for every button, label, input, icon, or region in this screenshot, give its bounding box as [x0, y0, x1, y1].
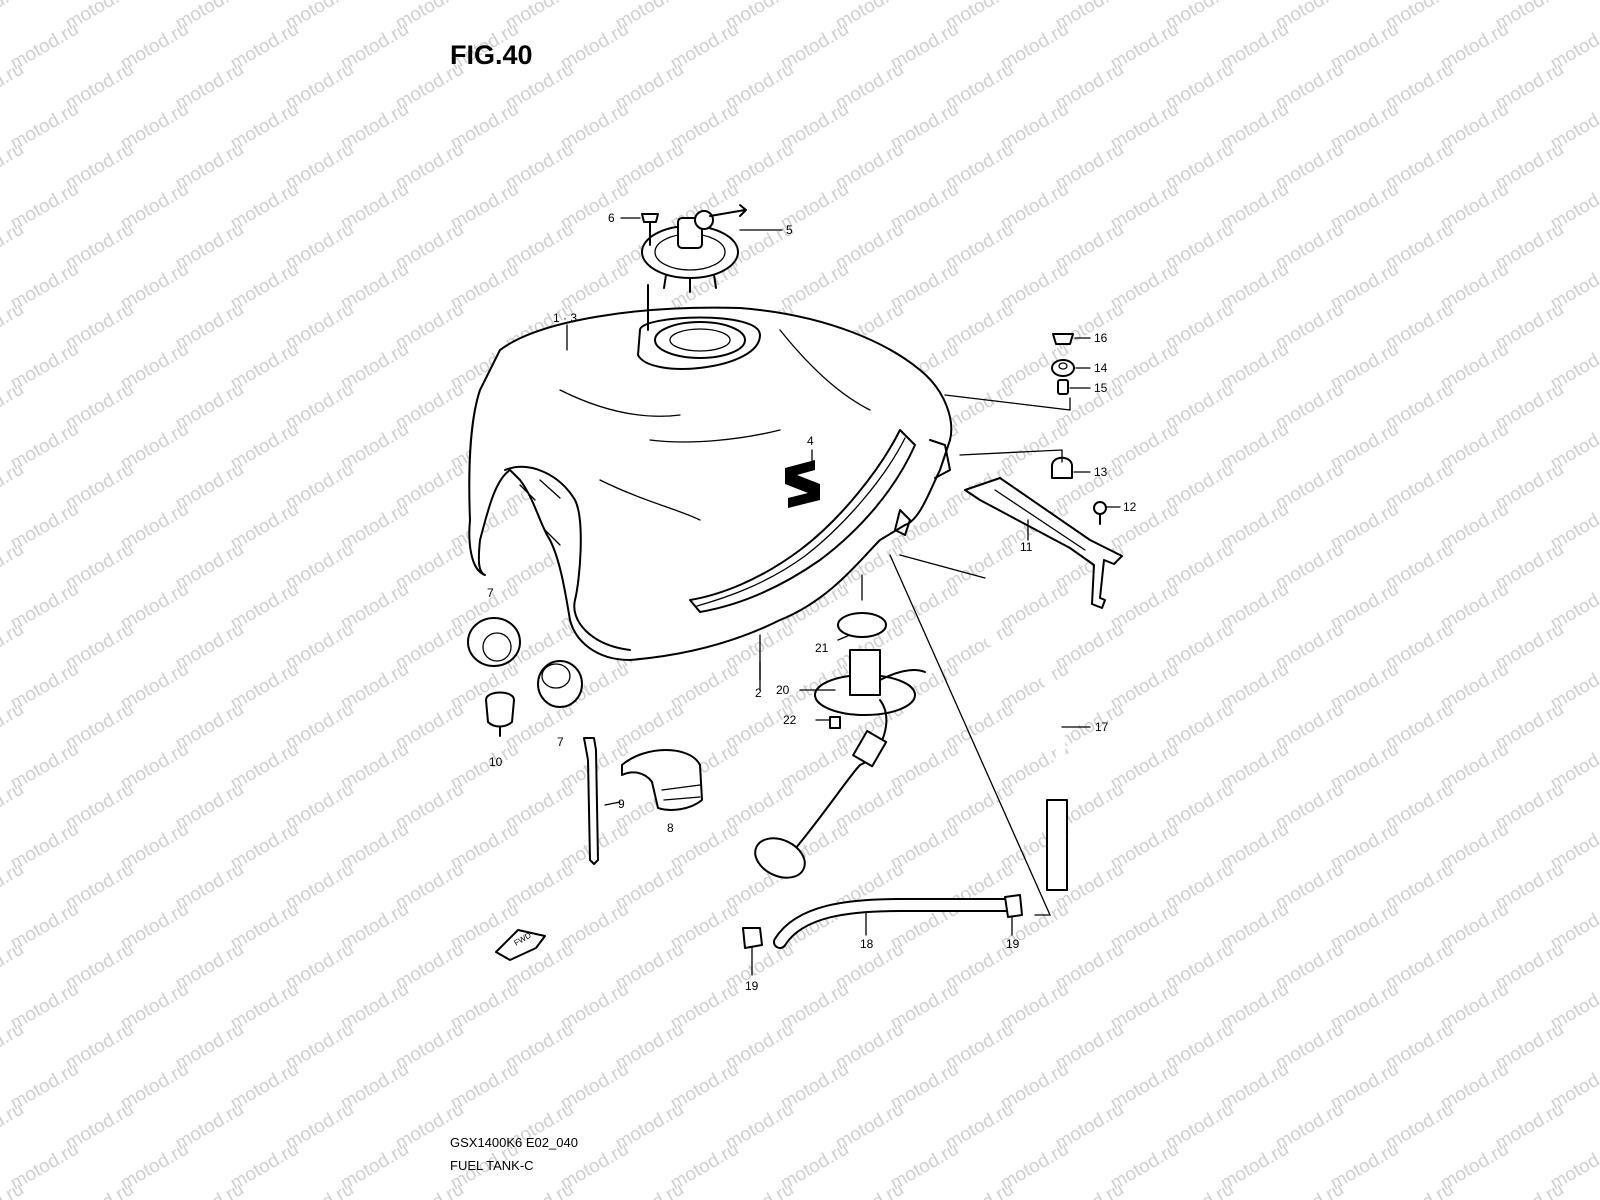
callout-5: 5	[786, 223, 793, 237]
callout-17: 17	[1095, 720, 1109, 734]
callout-7-lower: 7	[557, 735, 564, 749]
watermark-text: motod.ru	[62, 1179, 137, 1200]
callout-22: 22	[783, 713, 797, 727]
leader-lines	[566, 217, 1121, 976]
watermark-text: motod.ru	[832, 1179, 907, 1200]
watermark-text: motod.ru	[1052, 1179, 1127, 1200]
protector-part-8	[621, 749, 703, 811]
callout-2: 2	[755, 686, 762, 700]
cushion-part-13	[1051, 456, 1073, 479]
watermark-text: motod.ru	[172, 1179, 247, 1200]
callout-1-3: 1 · 3	[553, 311, 577, 325]
watermark-text: motod.ru	[722, 1179, 797, 1200]
leader-line-17	[899, 554, 986, 579]
clamp-part-19-right	[1004, 894, 1023, 918]
model-code: GSX1400K6 E02_040	[450, 1135, 578, 1150]
leader-line-13	[959, 449, 1063, 463]
screw-part-6	[641, 213, 659, 246]
callout-15: 15	[1094, 381, 1108, 395]
screw-part-22	[829, 716, 841, 729]
callout-7-upper: 7	[487, 586, 494, 600]
watermark-text: motod.ru	[502, 1179, 577, 1200]
callout-11: 11	[1020, 540, 1033, 554]
section-name: FUEL TANK-C	[450, 1158, 534, 1173]
watermark-text: motod.ru	[0, 0, 27, 34]
callout-labels: 1 · 3 2 4 5 6 7 7 8 9 10 11 12 13 14 15 …	[487, 211, 1137, 993]
callout-13: 13	[1094, 465, 1108, 479]
watermark-text: motod.ru	[942, 1179, 1017, 1200]
hose-part-17	[972, 583, 1068, 891]
callout-20: 20	[776, 683, 790, 697]
callout-16: 16	[1094, 331, 1108, 345]
watermark-text: motod.ru	[1382, 1179, 1457, 1200]
callout-19-left: 19	[745, 979, 759, 993]
watermark-text: motod.ru	[1492, 1179, 1567, 1200]
watermark-text: motod.ru	[612, 1179, 687, 1200]
cap-part-10	[485, 691, 515, 737]
callout-6: 6	[608, 211, 615, 225]
callout-21: 21	[815, 641, 829, 655]
callout-14: 14	[1094, 361, 1108, 375]
callout-9: 9	[618, 797, 625, 811]
hose-part-18	[773, 898, 1017, 949]
callout-8: 8	[667, 821, 674, 835]
callout-10: 10	[489, 755, 503, 769]
cushion-part-14	[1051, 359, 1075, 377]
callout-4: 4	[807, 434, 814, 448]
clamp-part-19-left	[742, 927, 763, 949]
watermark-text: motod.ru	[1162, 1179, 1237, 1200]
callout-18: 18	[860, 937, 874, 951]
watermark-text: motod.ru	[392, 1179, 467, 1200]
bolt-part-12	[1093, 501, 1107, 525]
leader-line-16	[944, 394, 1071, 411]
bracket-part-11	[964, 477, 1123, 609]
grommet-part-7-upper	[467, 617, 521, 667]
fuel-tank-part-1-3	[468, 306, 953, 661]
leader-line-19	[889, 554, 1052, 916]
bolt-part-16	[1052, 333, 1074, 345]
fuel-cap-part-5	[641, 204, 747, 331]
emblem-part-4	[785, 460, 820, 508]
o-ring-part-21	[837, 574, 887, 638]
watermark-text: motod.ru	[282, 1179, 357, 1200]
grommet-part-7-lower	[537, 660, 583, 708]
fuel-pump-part-20	[754, 649, 926, 879]
callout-19-right: 19	[1006, 937, 1020, 951]
callout-12: 12	[1123, 500, 1137, 514]
figure-title: FIG.40	[450, 40, 533, 70]
tie-part-9	[583, 737, 599, 865]
watermark-text: motod.ru	[1272, 1179, 1347, 1200]
fwd-arrow-icon: FWD	[495, 929, 546, 961]
collar-part-15	[1057, 379, 1069, 395]
